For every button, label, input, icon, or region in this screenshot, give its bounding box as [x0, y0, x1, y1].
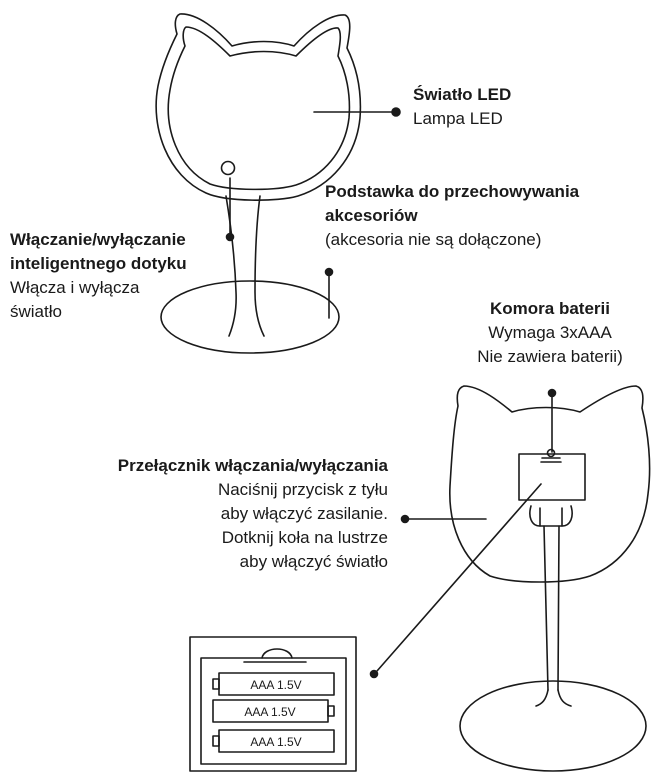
mirror-stem — [254, 195, 265, 337]
label-led-subtitle: Lampa LED — [413, 109, 503, 128]
leader-dot-battery-compartment — [547, 388, 557, 398]
mirror-frame-inner — [167, 26, 351, 191]
battery-label-3: AAA 1.5V — [250, 735, 301, 749]
label-touch-desc-1: Włącza i wyłącza — [10, 278, 140, 297]
mirror-frame-outer — [155, 13, 362, 201]
leader-dot-led — [391, 107, 401, 117]
label-touch-title-1: Włączanie/wyłączanie — [10, 230, 186, 249]
mirror-stem — [225, 195, 237, 337]
label-power-switch-title: Przełącznik włączania/wyłączania — [117, 456, 388, 475]
label-led-title: Światło LED — [413, 85, 512, 104]
battery-label-1: AAA 1.5V — [250, 678, 301, 692]
label-power-switch-line-1: Naciśnij przycisk z tyłu — [217, 480, 388, 499]
label-tray: Podstawka do przechowywania akcesoriów (… — [325, 180, 579, 252]
label-battery-compartment-line-1: Wymaga 3xAAA — [488, 323, 612, 342]
back-stem — [557, 525, 560, 691]
leader-dot-touch — [225, 232, 235, 242]
touch-sensor-circle — [220, 160, 236, 176]
battery-label-2: AAA 1.5V — [244, 705, 295, 719]
inset-outer-frame — [189, 636, 357, 772]
label-power-switch: Przełącznik włączania/wyłączania Naciśni… — [60, 454, 388, 574]
leaders — [225, 107, 557, 679]
label-tray-title-2: akcesoriów — [325, 206, 418, 225]
label-touch-desc-2: światło — [10, 302, 62, 321]
label-touch-title-2: inteligentnego dotyku — [10, 254, 187, 273]
leader-dot-power-switch — [400, 514, 410, 524]
leader-dot-tray — [324, 267, 334, 277]
back-mirror — [449, 385, 651, 772]
label-power-switch-line-2: aby włączyć zasilanie. — [220, 504, 388, 523]
label-touch: Włączanie/wyłączanie inteligentnego doty… — [10, 228, 187, 324]
battery-compartment-box — [518, 453, 586, 501]
inset-latch — [261, 648, 293, 659]
latch-screw — [546, 448, 556, 458]
leader-dot-inset — [369, 669, 379, 679]
battery-1 — [212, 672, 335, 696]
label-battery-compartment: Komora baterii Wymaga 3xAAA Nie zawiera … — [440, 297, 658, 369]
label-power-switch-line-4: aby włączyć światło — [239, 552, 388, 571]
hinge — [529, 505, 573, 527]
inset-inner-frame — [200, 657, 347, 765]
label-power-switch-line-3: Dotknij koła na lustrze — [221, 528, 388, 547]
label-battery-compartment-line-2: Nie zawiera baterii) — [477, 347, 623, 366]
leader-inset — [376, 483, 542, 672]
back-base — [459, 680, 647, 772]
mirror-base — [160, 280, 340, 354]
battery-inset — [189, 636, 357, 772]
back-stem — [543, 525, 549, 691]
back-frame — [449, 385, 651, 583]
label-tray-title-1: Podstawka do przechowywania — [325, 182, 580, 201]
label-tray-note: (akcesoria nie są dołączone) — [325, 230, 542, 249]
front-mirror — [155, 13, 362, 354]
label-battery-compartment-title: Komora baterii — [490, 299, 610, 318]
battery-3 — [212, 729, 335, 753]
battery-2 — [212, 699, 335, 723]
label-led: Światło LED Lampa LED — [413, 83, 511, 131]
